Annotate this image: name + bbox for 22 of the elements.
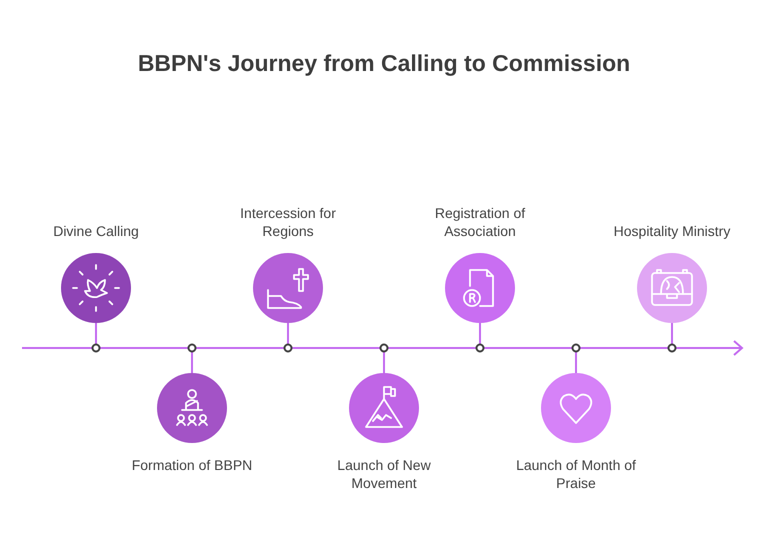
event-label: Launch of Month of Praise — [515, 456, 637, 492]
timeline-stem — [287, 323, 289, 344]
timeline-stem — [383, 352, 385, 373]
timeline-stem — [479, 323, 481, 344]
timeline-dot — [380, 344, 388, 352]
event-label: Hospitality Ministry — [612, 222, 732, 240]
event-label: Launch of New Movement — [336, 456, 432, 492]
event-label: Divine Calling — [52, 222, 140, 240]
timeline-dot — [92, 344, 100, 352]
timeline-stem — [191, 352, 193, 373]
timeline-dot — [668, 344, 676, 352]
event-label: Intercession for Regions — [239, 204, 337, 240]
timeline-dot — [476, 344, 484, 352]
event-label: Formation of BBPN — [130, 456, 254, 474]
event-label: Registration of Association — [434, 204, 526, 240]
timeline-stem — [575, 352, 577, 373]
timeline-stem — [95, 323, 97, 344]
timeline-dot — [188, 344, 196, 352]
timeline-dot — [572, 344, 580, 352]
timeline-dot — [284, 344, 292, 352]
diagram-title: BBPN's Journey from Calling to Commission — [136, 50, 632, 77]
timeline-stem — [671, 323, 673, 344]
